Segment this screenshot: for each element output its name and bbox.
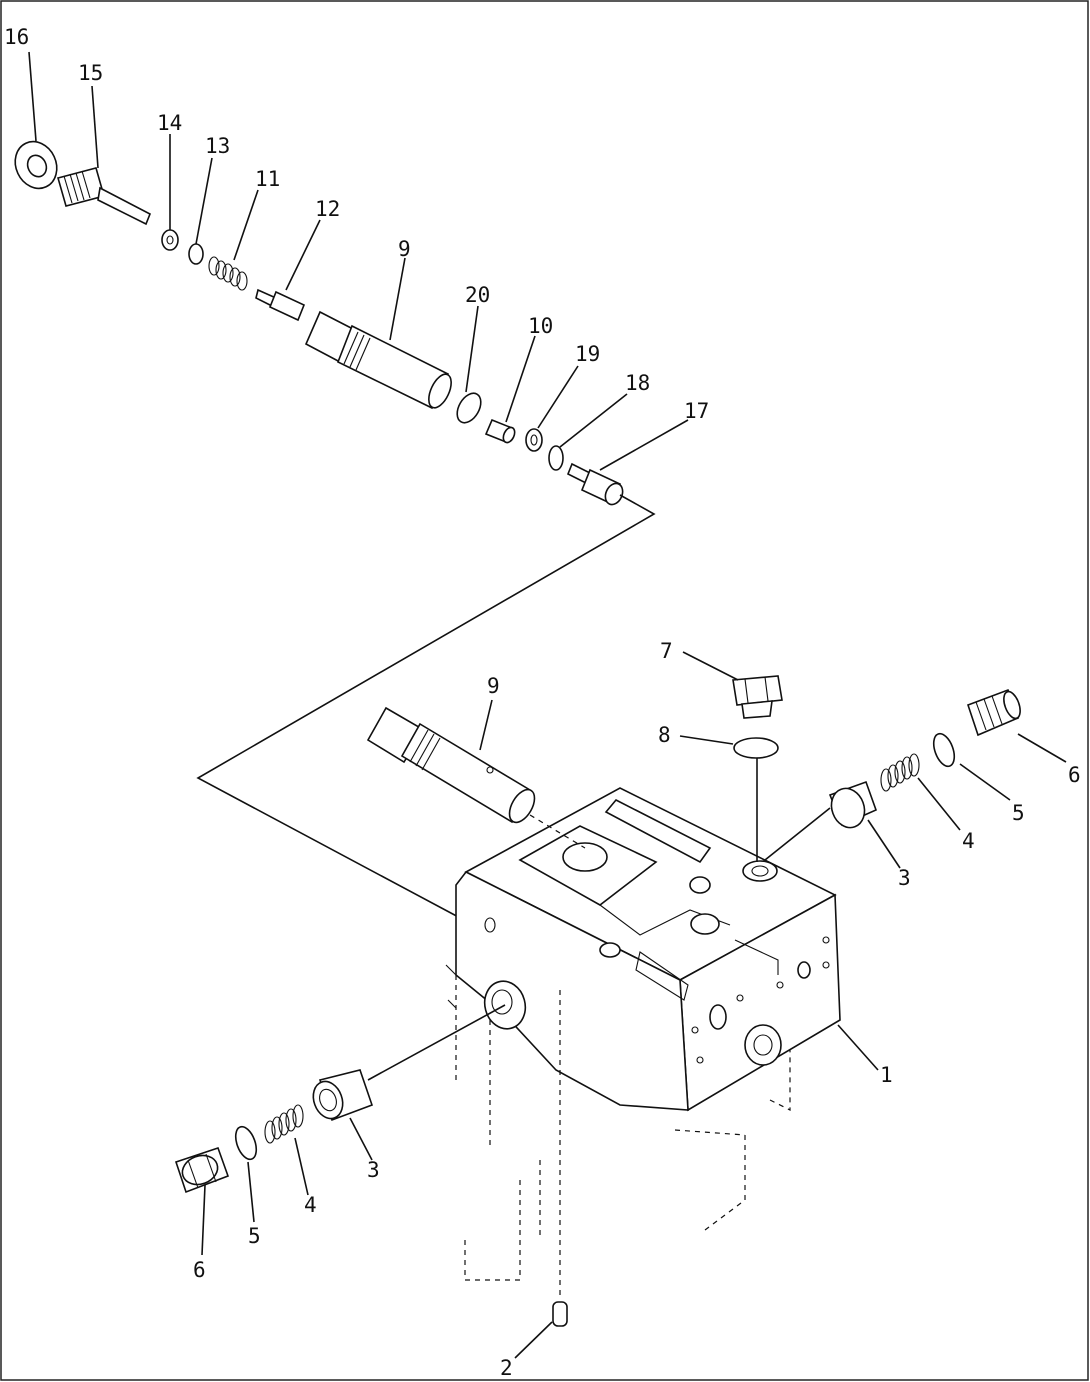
callout-1: 1 <box>880 1063 893 1087</box>
callout-2: 2 <box>500 1356 513 1380</box>
callout-4-right: 4 <box>962 829 975 853</box>
callout-3-right: 3 <box>898 866 911 890</box>
part-4-spring-right <box>880 753 920 792</box>
callout-18: 18 <box>625 371 650 395</box>
part-20-o-ring <box>456 392 482 424</box>
part-17-plug <box>566 462 624 506</box>
callout-14: 14 <box>157 111 182 135</box>
callout-10: 10 <box>528 314 553 338</box>
callout-4-left: 4 <box>304 1193 317 1217</box>
part-2-pin <box>552 1301 568 1327</box>
callout-6-right: 6 <box>1068 763 1081 787</box>
part-6-plug-right <box>966 688 1021 737</box>
part-3-piston-right <box>828 780 878 829</box>
part-14-washer <box>161 229 179 251</box>
part-1-valve-body <box>445 787 841 1281</box>
part-6-plug-left <box>174 1146 230 1194</box>
part-3-piston-left <box>312 1069 374 1122</box>
part-19-washer <box>525 428 543 452</box>
part-3-right-guide <box>764 807 831 861</box>
callout-9-mid: 9 <box>487 674 500 698</box>
part-16-cap <box>14 140 58 190</box>
callout-5-left: 5 <box>248 1224 261 1248</box>
callout-5-right: 5 <box>1012 801 1025 825</box>
callout-17: 17 <box>684 399 709 423</box>
part-13-o-ring <box>188 243 204 265</box>
callout-8: 8 <box>658 723 671 747</box>
part-4-spring-left <box>264 1104 304 1144</box>
part-9-sleeve-top <box>304 310 452 410</box>
part-3-left-guide <box>367 1004 506 1081</box>
part-12-piston <box>255 288 306 322</box>
part-15-plunger <box>57 167 152 226</box>
assembly-path-line <box>196 494 656 921</box>
callout-3-left: 3 <box>367 1158 380 1182</box>
leader-lines-lower <box>201 651 1067 1359</box>
callout-labels: 16 15 14 13 11 12 9 20 10 19 18 17 7 8 9… <box>4 25 1081 1380</box>
part-9-sleeve-mid <box>366 706 586 849</box>
callout-13: 13 <box>205 134 230 158</box>
part-5-o-ring-left <box>234 1125 258 1161</box>
callout-9-top: 9 <box>398 237 411 261</box>
part-10-sleeve <box>484 418 516 444</box>
callout-16: 16 <box>4 25 29 49</box>
part-7-plug <box>732 675 783 719</box>
callout-7: 7 <box>660 639 673 663</box>
callout-15: 15 <box>78 61 103 85</box>
callout-12: 12 <box>315 197 340 221</box>
part-11-spring <box>208 256 248 291</box>
callout-6-left: 6 <box>193 1258 206 1282</box>
callout-20: 20 <box>465 283 490 307</box>
callout-11: 11 <box>255 167 280 191</box>
part-5-o-ring-right <box>932 732 956 768</box>
part-18-o-ring <box>548 445 564 471</box>
callout-19: 19 <box>575 342 600 366</box>
leader-lines-top <box>28 51 689 471</box>
part-8-o-ring <box>733 737 779 759</box>
